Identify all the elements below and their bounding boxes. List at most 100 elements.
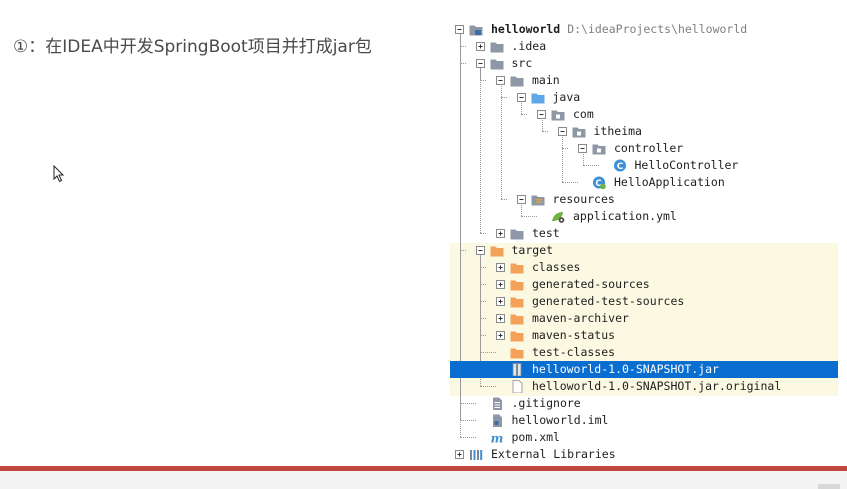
tree-node[interactable]: maven-archiver: [450, 310, 838, 327]
collapse-toggle-icon[interactable]: [455, 25, 464, 34]
expand-toggle-icon[interactable]: [475, 42, 485, 51]
tree-node[interactable]: External Libraries: [450, 446, 838, 463]
tree-node[interactable]: main: [450, 72, 838, 89]
excluded-folder-icon: [510, 280, 524, 291]
collapse-toggle-icon[interactable]: [516, 93, 526, 102]
collapse-toggle-icon[interactable]: [475, 246, 485, 255]
expand-toggle-icon[interactable]: [496, 331, 505, 340]
excluded-folder-icon: [510, 263, 524, 274]
tree-node[interactable]: helloworld.iml: [450, 412, 838, 429]
tree-node-label: generated-sources: [532, 277, 650, 291]
expand-toggle-icon[interactable]: [496, 297, 505, 306]
module-folder-icon: [469, 25, 483, 36]
java-class-icon: C: [613, 159, 626, 172]
tree-node-label: HelloApplication: [614, 175, 725, 189]
tree-node[interactable]: com: [450, 106, 838, 123]
tree-node-label: helloworld D:\ideaProjects\helloworld: [491, 22, 748, 36]
tree-node-label: .gitignore: [511, 396, 581, 410]
tree-node[interactable]: helloworld-1.0-SNAPSHOT.jar: [450, 361, 838, 378]
tree-node[interactable]: controller: [450, 140, 838, 157]
folder-icon: [510, 76, 524, 87]
tree-node[interactable]: m pom.xml: [450, 429, 838, 446]
text-file-icon: [492, 397, 502, 410]
tree-connector-line: [480, 386, 496, 387]
folder-icon: [490, 59, 503, 70]
expand-toggle-icon[interactable]: [496, 280, 505, 289]
tree-connector-line: [582, 152, 584, 165]
tree-connector-line: [500, 84, 502, 199]
tree-connector-line: [459, 250, 466, 251]
tree-node-label: helloworld-1.0-SNAPSHOT.jar: [532, 362, 719, 376]
tree-connector-line: [459, 420, 476, 421]
tree-node[interactable]: maven-status: [450, 327, 838, 344]
tree-node[interactable]: helloworld-1.0-SNAPSHOT.jar.original: [450, 378, 838, 395]
tree-node-label: main: [532, 73, 560, 87]
collapse-toggle-icon[interactable]: [516, 195, 526, 204]
file-icon: [512, 380, 523, 393]
tree-node[interactable]: test-classes: [450, 344, 838, 361]
expand-toggle-icon[interactable]: [496, 263, 505, 272]
tree-node-label: itheima: [593, 124, 642, 138]
slide-title: ①：在IDEA中开发SpringBoot项目并打成jar包: [13, 37, 372, 57]
tree-node[interactable]: generated-test-sources: [450, 293, 838, 310]
svg-text:m: m: [490, 432, 503, 445]
selection-highlight: [450, 361, 838, 378]
resources-folder-icon: [531, 195, 544, 206]
tree-node[interactable]: .idea: [450, 38, 838, 55]
collapse-toggle-icon[interactable]: [578, 144, 587, 153]
tree-node[interactable]: src: [450, 55, 838, 72]
tree-connector-line: [459, 46, 466, 47]
tree-connector-line: [541, 131, 548, 132]
tree-node[interactable]: itheima: [450, 123, 838, 140]
tree-connector-line: [480, 284, 486, 285]
tree-node-label: External Libraries: [491, 447, 616, 461]
tree-node[interactable]: application.yml: [450, 208, 838, 225]
expand-toggle-icon[interactable]: [496, 314, 505, 323]
tree-connector-line: [582, 165, 599, 166]
excluded-folder-icon: [510, 348, 524, 359]
tree-connector-line: [521, 216, 537, 217]
tree-node[interactable]: .gitignore: [450, 395, 838, 412]
tree-connector-line: [480, 318, 486, 319]
footer-corner-mark: [818, 484, 840, 489]
collapse-toggle-icon[interactable]: [496, 76, 505, 85]
tree-node[interactable]: test: [450, 225, 838, 242]
tree-connector-line: [459, 403, 476, 404]
tree-connector-line: [480, 67, 481, 233]
libraries-icon: [470, 450, 483, 460]
excluded-folder-icon: [490, 246, 503, 257]
package-icon: [592, 144, 606, 155]
tree-node-label: controller: [614, 141, 684, 155]
collapse-toggle-icon[interactable]: [557, 127, 567, 136]
svg-text:C: C: [616, 162, 623, 172]
tree-node[interactable]: generated-sources: [450, 276, 838, 293]
spring-boot-app-icon: C: [593, 176, 606, 189]
tree-node-label: test: [532, 226, 560, 240]
tree-connector-line: [459, 63, 466, 64]
collapse-toggle-icon[interactable]: [475, 59, 485, 68]
expand-toggle-icon[interactable]: [496, 229, 505, 238]
tree-node[interactable]: helloworld D:\ideaProjects\helloworld: [450, 21, 838, 38]
tree-node[interactable]: resources: [450, 191, 838, 208]
tree-node-label: .idea: [511, 39, 547, 53]
project-tree[interactable]: helloworld D:\ideaProjects\helloworld .id…: [450, 20, 838, 462]
package-icon: [572, 127, 585, 138]
slide-footer-strip: [0, 471, 847, 489]
expand-toggle-icon[interactable]: [455, 450, 464, 459]
tree-node[interactable]: C HelloApplication: [450, 174, 838, 191]
collapse-toggle-icon[interactable]: [537, 110, 546, 119]
tree-node[interactable]: java: [450, 89, 838, 106]
excluded-folder-icon: [510, 331, 524, 342]
tree-node[interactable]: target: [450, 242, 838, 259]
tree-connector-line: [480, 233, 486, 234]
tree-node[interactable]: classes: [450, 259, 838, 276]
tree-connector-line: [500, 97, 507, 98]
tree-node-label: generated-test-sources: [532, 294, 685, 308]
tree-connector-line: [480, 254, 481, 386]
jar-file-icon: [512, 363, 522, 376]
tree-connector-line: [521, 101, 522, 114]
tree-node-label: src: [511, 56, 533, 70]
tree-connector-line: [459, 33, 461, 437]
tree-node-label: pom.xml: [511, 430, 560, 444]
